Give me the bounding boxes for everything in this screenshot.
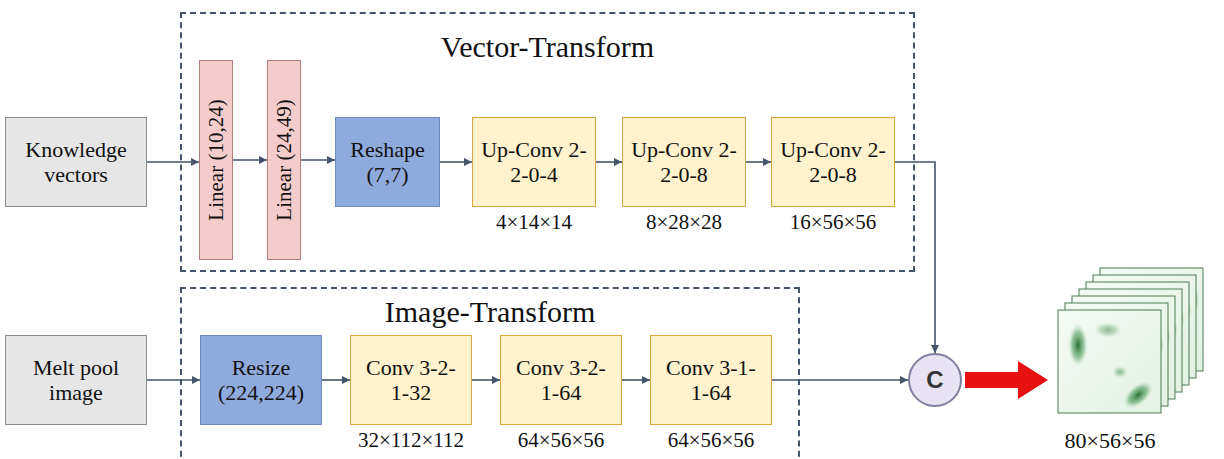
tensor-shape: 16×56×56 xyxy=(790,210,877,235)
output-shape: 80×56×56 xyxy=(1065,428,1156,454)
linear-layer: Linear (10,24) xyxy=(199,60,233,260)
flow-arrow xyxy=(895,162,935,353)
tensor-shape: 32×112×112 xyxy=(358,428,464,453)
input-box: Melt pool image xyxy=(5,335,147,425)
box-label: Up-Conv 2-2-0-4 xyxy=(473,133,595,192)
upconv-box: Up-Conv 2-2-0-88×28×28 xyxy=(622,117,746,207)
tensor-shape: 8×28×28 xyxy=(646,210,722,235)
box-label: Conv 3-1-1-64 xyxy=(651,351,771,410)
box-label: Up-Conv 2-2-0-8 xyxy=(772,133,894,192)
box-label: Conv 3-2-1-64 xyxy=(501,351,621,410)
box-label: Linear (24,49) xyxy=(272,99,297,220)
flow-arrow xyxy=(596,161,622,163)
flow-arrow xyxy=(772,379,908,381)
group-title: Vector-Transform xyxy=(182,30,913,64)
upconv-box: Up-Conv 2-2-0-44×14×14 xyxy=(472,117,596,207)
flow-arrow xyxy=(233,159,267,161)
upconv-box: Up-Conv 2-2-0-816×56×56 xyxy=(771,117,895,207)
box-label: Reshape (7,7) xyxy=(336,133,439,192)
flow-arrow xyxy=(301,159,335,161)
flow-arrow xyxy=(746,161,771,163)
flow-arrow xyxy=(322,379,350,381)
concat-symbol: C xyxy=(926,366,943,394)
flow-arrow xyxy=(472,379,500,381)
box-label: Up-Conv 2-2-0-8 xyxy=(623,133,745,192)
tensor-shape: 4×14×14 xyxy=(496,210,572,235)
conv-box: Conv 3-1-1-6464×56×56 xyxy=(650,335,772,425)
tensor-shape: 64×56×56 xyxy=(668,428,755,453)
linear-layer: Linear (24,49) xyxy=(267,60,301,260)
red-arrow xyxy=(965,361,1048,399)
box-label: Melt pool image xyxy=(6,351,146,410)
concat-circle: C xyxy=(908,353,962,407)
box-label: Linear (10,24) xyxy=(204,99,229,220)
feature-map-stack xyxy=(1058,268,1203,414)
module-group: Vector-TransformLinear (10,24) Linear (24… xyxy=(180,12,915,272)
flow-arrow xyxy=(147,161,199,163)
group-title: Image-Transform xyxy=(182,295,798,329)
input-box: Knowledge vectors xyxy=(5,117,147,207)
reshape-box: Reshape (7,7) xyxy=(335,117,440,207)
box-label: Knowledge vectors xyxy=(6,133,146,192)
resize-box: Resize (224,224) xyxy=(200,335,322,425)
conv-box: Conv 3-2-1-6464×56×56 xyxy=(500,335,622,425)
box-label: Conv 3-2-1-32 xyxy=(351,351,471,410)
flow-arrow xyxy=(622,379,650,381)
conv-box: Conv 3-2-1-3232×112×112 xyxy=(350,335,472,425)
flow-arrow xyxy=(147,379,200,381)
box-label: Resize (224,224) xyxy=(201,351,321,410)
tensor-shape: 64×56×56 xyxy=(518,428,605,453)
module-group: Image-TransformResize (224,224) Conv 3-2-… xyxy=(180,287,800,459)
flow-arrow xyxy=(440,161,472,163)
